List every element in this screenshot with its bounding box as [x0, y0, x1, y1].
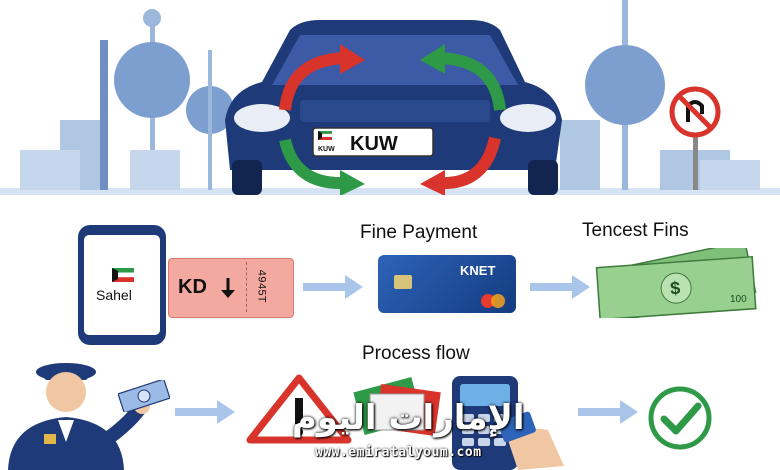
banknote-value: 100 [730, 294, 747, 305]
watermark-url: www.emiratalyoum.com [315, 445, 482, 460]
flow-arrow-1 [303, 275, 363, 299]
plate-small-text: KUW [318, 146, 335, 153]
documents-illustration [353, 376, 441, 436]
flow-arrow-3 [175, 400, 235, 424]
banknotes-illustration: $ [595, 248, 757, 318]
no-u-turn-sign-icon [669, 86, 721, 190]
phone-app-label: Sahel [96, 287, 132, 303]
plate-text: KUW [350, 133, 398, 155]
cycle-arrow-green-bottom [279, 138, 346, 190]
ground-strip [0, 188, 780, 195]
kuwait-towers-left [20, 9, 234, 190]
fine-payment-title: Fine Payment [360, 222, 478, 243]
flow-arrow-2 [530, 275, 590, 299]
car-illustration: KUW KUW [225, 20, 562, 195]
cycle-arrow-green-top [439, 52, 506, 111]
police-officer-icon [8, 363, 150, 470]
ticket-divider [246, 262, 247, 312]
warning-triangle-icon [246, 374, 352, 444]
mastercard-logo-icon [481, 294, 505, 308]
check-icon [648, 386, 712, 450]
kuwait-towers-right [560, 0, 760, 190]
ticket-amount: KD [178, 276, 207, 298]
kuwait-flag-icon [317, 131, 333, 140]
phone-screen [84, 235, 160, 335]
kuwait-flag-icon [112, 268, 134, 282]
card-brand: KNET [460, 263, 496, 278]
card-terminal-icon [452, 376, 564, 470]
flow-arrow-4 [578, 400, 638, 424]
process-flow-title: Process flow [362, 343, 470, 364]
down-arrow-icon [221, 278, 235, 298]
card-chip-icon [394, 275, 412, 289]
license-plate [312, 127, 434, 157]
handheld-banknote-icon [118, 380, 170, 412]
svg-text:$: $ [669, 278, 680, 299]
money-title: Tencest Fins [582, 220, 689, 241]
cycle-arrow-red-top [279, 52, 346, 111]
cycle-arrow-red-bottom [439, 136, 501, 190]
watermark-arabic: الإمارات اليوم [292, 398, 525, 438]
phone-device [78, 225, 166, 345]
ticket-number: 4945T [254, 269, 267, 303]
hero-skyline-illustration: KUW KUW [0, 0, 780, 195]
fine-ticket [168, 258, 294, 318]
